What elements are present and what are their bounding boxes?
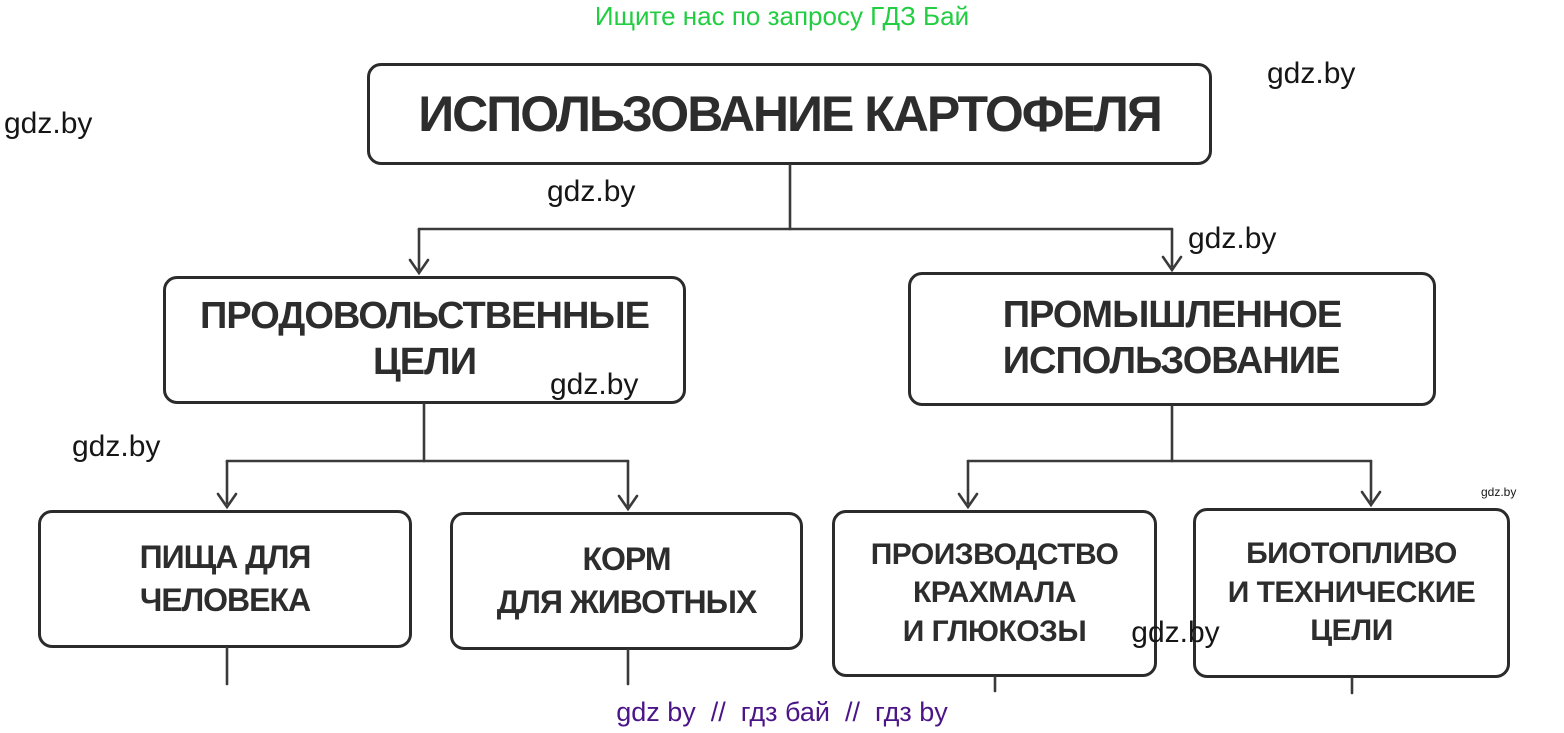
node-industrial-label-line1: ПРОМЫШЛЕННОЕ (1002, 294, 1343, 337)
node-biofuel-label-line1: БИОТОПЛИВО (1246, 537, 1457, 571)
node-biofuel-technical: БИОТОПЛИВО И ТЕХНИЧЕСКИЕ gdz.by ЦЕЛИ (1131, 508, 1510, 678)
node-human-food: ПИЩА ДЛЯ ЧЕЛОВЕКА (38, 510, 412, 648)
node-animal-feed-label: КОРМ ДЛЯ ЖИВОТНЫХ (496, 538, 758, 624)
watermark-top-right: gdz.by (1267, 57, 1356, 90)
node-starch-label-line1: ПРОИЗВОДСТВО (870, 537, 1119, 571)
watermark-small-right: gdz.by (1481, 485, 1517, 499)
node-biofuel-label-line3: ЦЕЛИ (1310, 614, 1393, 648)
watermark-top-left: gdz.by (4, 107, 93, 140)
arrowhead-human-food (216, 492, 238, 510)
node-animal-feed-label-line2: ДЛЯ ЖИВОТНЫХ (496, 584, 758, 620)
footer-text: gdz by // гдз бай // гдз by (616, 697, 948, 727)
node-food-label: ПРОДОВОЛЬСТВЕННЫЕ ЦЕЛИ (200, 294, 650, 385)
node-biofuel-label: БИОТОПЛИВО И ТЕХНИЧЕСКИЕ gdz.by ЦЕЛИ (1131, 535, 1476, 650)
node-food-purposes: ПРОДОВОЛЬСТВЕННЫЕ ЦЕЛИ (163, 276, 686, 404)
node-root-label: ИСПОЛЬЗОВАНИЕ КАРТОФЕЛЯ (418, 86, 1163, 142)
arrowhead-food (408, 258, 430, 276)
node-starch-label-line2: КРАХМАЛА (912, 576, 1077, 610)
node-starch-label-line3: И ГЛЮКОЗЫ (902, 614, 1087, 648)
watermark-in-biofuel-box: gdz.by (1131, 616, 1220, 650)
node-industrial-label: ПРОМЫШЛЕННОЕ ИСПОЛЬЗОВАНИЕ (1002, 293, 1343, 384)
arrowhead-starch (957, 492, 979, 510)
node-food-label-line2: ЦЕЛИ (372, 341, 477, 383)
node-root-potato-use: ИСПОЛЬЗОВАНИЕ КАРТОФЕЛЯ (367, 63, 1212, 165)
node-starch-glucose: ПРОИЗВОДСТВО КРАХМАЛА И ГЛЮКОЗЫ (832, 510, 1157, 677)
watermark-mid-left: gdz.by (72, 430, 161, 463)
watermark-below-title: gdz.by (547, 175, 636, 208)
node-industrial-label-line2: ИСПОЛЬЗОВАНИЕ (1002, 340, 1341, 382)
node-industrial-use: ПРОМЫШЛЕННОЕ ИСПОЛЬЗОВАНИЕ (908, 272, 1436, 406)
node-human-food-label-line2: ЧЕЛОВЕКА (139, 582, 311, 618)
node-animal-feed-label-line1: КОРМ (582, 540, 672, 577)
node-human-food-label-line1: ПИЩА ДЛЯ (139, 538, 312, 575)
watermark-right-branch: gdz.by (1188, 222, 1277, 255)
arrowhead-animal-feed (617, 494, 639, 512)
node-biofuel-label-line2: И ТЕХНИЧЕСКИЕ (1227, 575, 1476, 609)
node-biofuel-label-line3-wrap: gdz.by ЦЕЛИ (1131, 612, 1476, 650)
node-animal-feed: КОРМ ДЛЯ ЖИВОТНЫХ (450, 512, 803, 650)
watermark-in-food-box: gdz.by (550, 368, 639, 401)
node-food-label-line1: ПРОДОВОЛЬСТВЕННЫЕ (200, 295, 650, 338)
arrowhead-industrial (1161, 255, 1183, 273)
arrowhead-biofuel (1360, 490, 1382, 508)
node-starch-glucose-label: ПРОИЗВОДСТВО КРАХМАЛА И ГЛЮКОЗЫ (871, 536, 1119, 651)
promo-text: Ищите нас по запросу ГДЗ Бай (594, 1, 970, 31)
node-human-food-label: ПИЩА ДЛЯ ЧЕЛОВЕКА (139, 536, 312, 622)
